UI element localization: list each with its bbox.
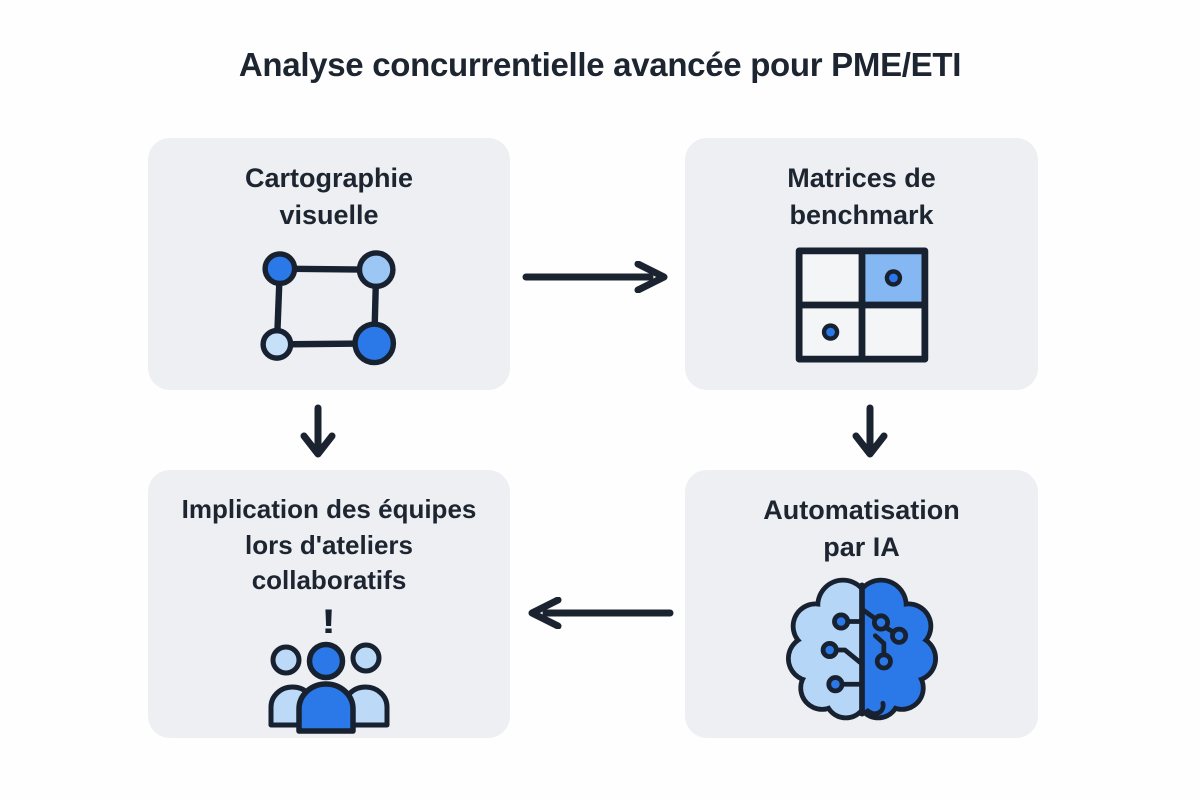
ai-brain-icon [785,574,938,726]
arrow-down-icon [848,402,892,467]
card-title: Matrices de benchmark [787,163,936,230]
card-matrices-benchmark: Matrices de benchmark [685,138,1038,390]
matrix-2x2-icon [794,246,930,364]
card-title: Automatisation par IA [763,495,960,562]
card-cartographie-visuelle: Cartographie visuelle [148,138,510,390]
arrow-left-icon [520,596,678,634]
network-nodes-icon [260,250,398,366]
arrow-down-icon [296,402,340,467]
card-title: Cartographie visuelle [244,163,414,230]
arrow-right-icon [518,260,676,298]
card-implication-equipes: Implication des équipes lors d'ateliers … [148,470,510,738]
team-icon [268,641,390,735]
page-title: Analyse concurrentielle avancée pour PME… [238,46,962,83]
card-title: Implication des équipes lors d'ateliers … [181,494,477,596]
exclamation-badge: ! [321,602,337,641]
card-automatisation-ia: Automatisation par IA [685,470,1038,738]
